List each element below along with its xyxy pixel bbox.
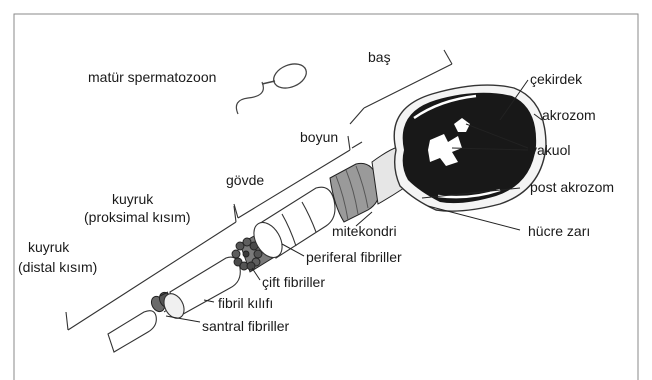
label-body: gövde (226, 172, 264, 188)
label-fibril-sheath: fibril kılıfı (218, 295, 273, 311)
label-head: baş (368, 49, 391, 65)
mitochondria-band (330, 163, 380, 222)
fibril-sheath (160, 257, 240, 322)
label-central-fibrils: santral fibriller (202, 318, 289, 334)
label-tail-proximal-2: (proksimal kısım) (84, 209, 191, 225)
label-mitochondria: mitekondri (332, 223, 397, 239)
label-post-acrosome: post akrozom (530, 179, 614, 195)
label-tail-distal-1: kuyruk (28, 239, 70, 255)
label-neck: boyun (300, 129, 338, 145)
label-double-fibrils: çift fibriller (262, 274, 325, 290)
label-peripheral-fibrils: periferal fibriller (306, 249, 402, 265)
label-acrosome: akrozom (542, 107, 596, 123)
distal-tail (108, 311, 156, 352)
label-mature-spermatozoon: matür spermatozoon (88, 69, 216, 85)
label-cell-membrane: hücre zarı (528, 223, 590, 239)
label-tail-proximal-1: kuyruk (112, 191, 154, 207)
label-tail-distal-2: (distal kısım) (18, 259, 97, 275)
label-vacuole: vakuol (530, 142, 570, 158)
mature-sperm-icon (236, 59, 310, 114)
label-nucleus: çekirdek (530, 71, 583, 87)
